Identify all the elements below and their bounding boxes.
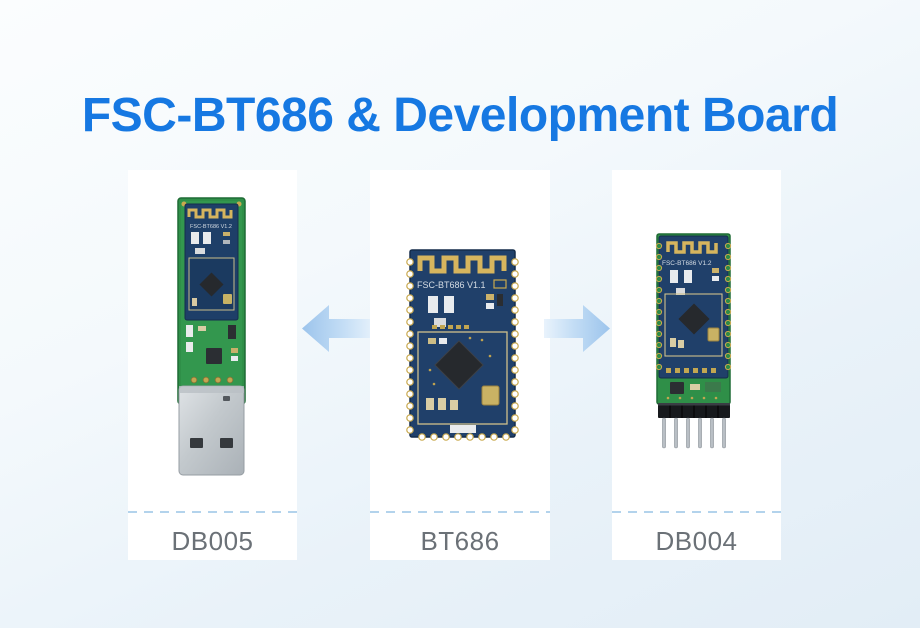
board-label: DB005: [171, 526, 254, 556]
usb-connector: [178, 385, 245, 476]
bluetooth-module: FSC-BT686 V1.1: [406, 249, 519, 441]
chip: [199, 272, 224, 297]
board-label: DB004: [655, 526, 738, 556]
shield-area-components: [426, 336, 500, 410]
antenna-trace: [666, 241, 718, 254]
castellated-pads: [655, 242, 732, 371]
antenna-trace: [187, 208, 233, 219]
dashed-divider: [128, 511, 297, 513]
module-marking: FSC-BT686 V1.1: [417, 280, 486, 290]
crystal: [481, 385, 500, 406]
chip: [434, 340, 484, 390]
card-db004: FSC-BT686 V1.2: [612, 170, 781, 560]
shield-outline: [664, 293, 723, 357]
bluetooth-module: FSC-BT686 V1.2: [655, 235, 732, 379]
dashed-divider: [370, 511, 550, 513]
crystal: [707, 327, 720, 342]
shield-outline: [417, 331, 508, 425]
arrow-left-icon: [302, 305, 376, 352]
usb-dongle-board-image: FSC-BT686 V1.2: [177, 197, 246, 476]
pin-header-board-image: FSC-BT686 V1.2: [655, 233, 732, 449]
smd-components: [670, 268, 719, 295]
module-marking: FSC-BT686 V1.2: [662, 260, 712, 267]
antenna-trace: [417, 255, 507, 274]
dashed-divider: [612, 511, 781, 513]
pin-header: [658, 403, 730, 418]
page-title: FSC-BT686 & Development Board: [81, 89, 839, 143]
usb-controller-chip: [206, 348, 222, 364]
carrier-components: [186, 325, 238, 384]
bluetooth-module: FSC-BT686 V1.2: [184, 203, 239, 321]
bluetooth-module-image: FSC-BT686 V1.1: [406, 249, 519, 441]
header-pins: [662, 417, 726, 449]
crystal: [223, 294, 232, 304]
arrow-right-icon: [544, 305, 610, 352]
smd-components: [428, 294, 503, 329]
bottom-pads: [666, 368, 716, 373]
card-db005: FSC-BT686 V1.2: [128, 170, 297, 560]
module-marking: FSC-BT686 V1.2: [190, 224, 232, 230]
castellated-pads: [406, 258, 519, 441]
board-label: BT686: [420, 526, 500, 556]
card-bt686: FSC-BT686 V1.1: [370, 170, 550, 560]
label-pad: [450, 425, 476, 433]
carrier-components: [666, 382, 721, 400]
